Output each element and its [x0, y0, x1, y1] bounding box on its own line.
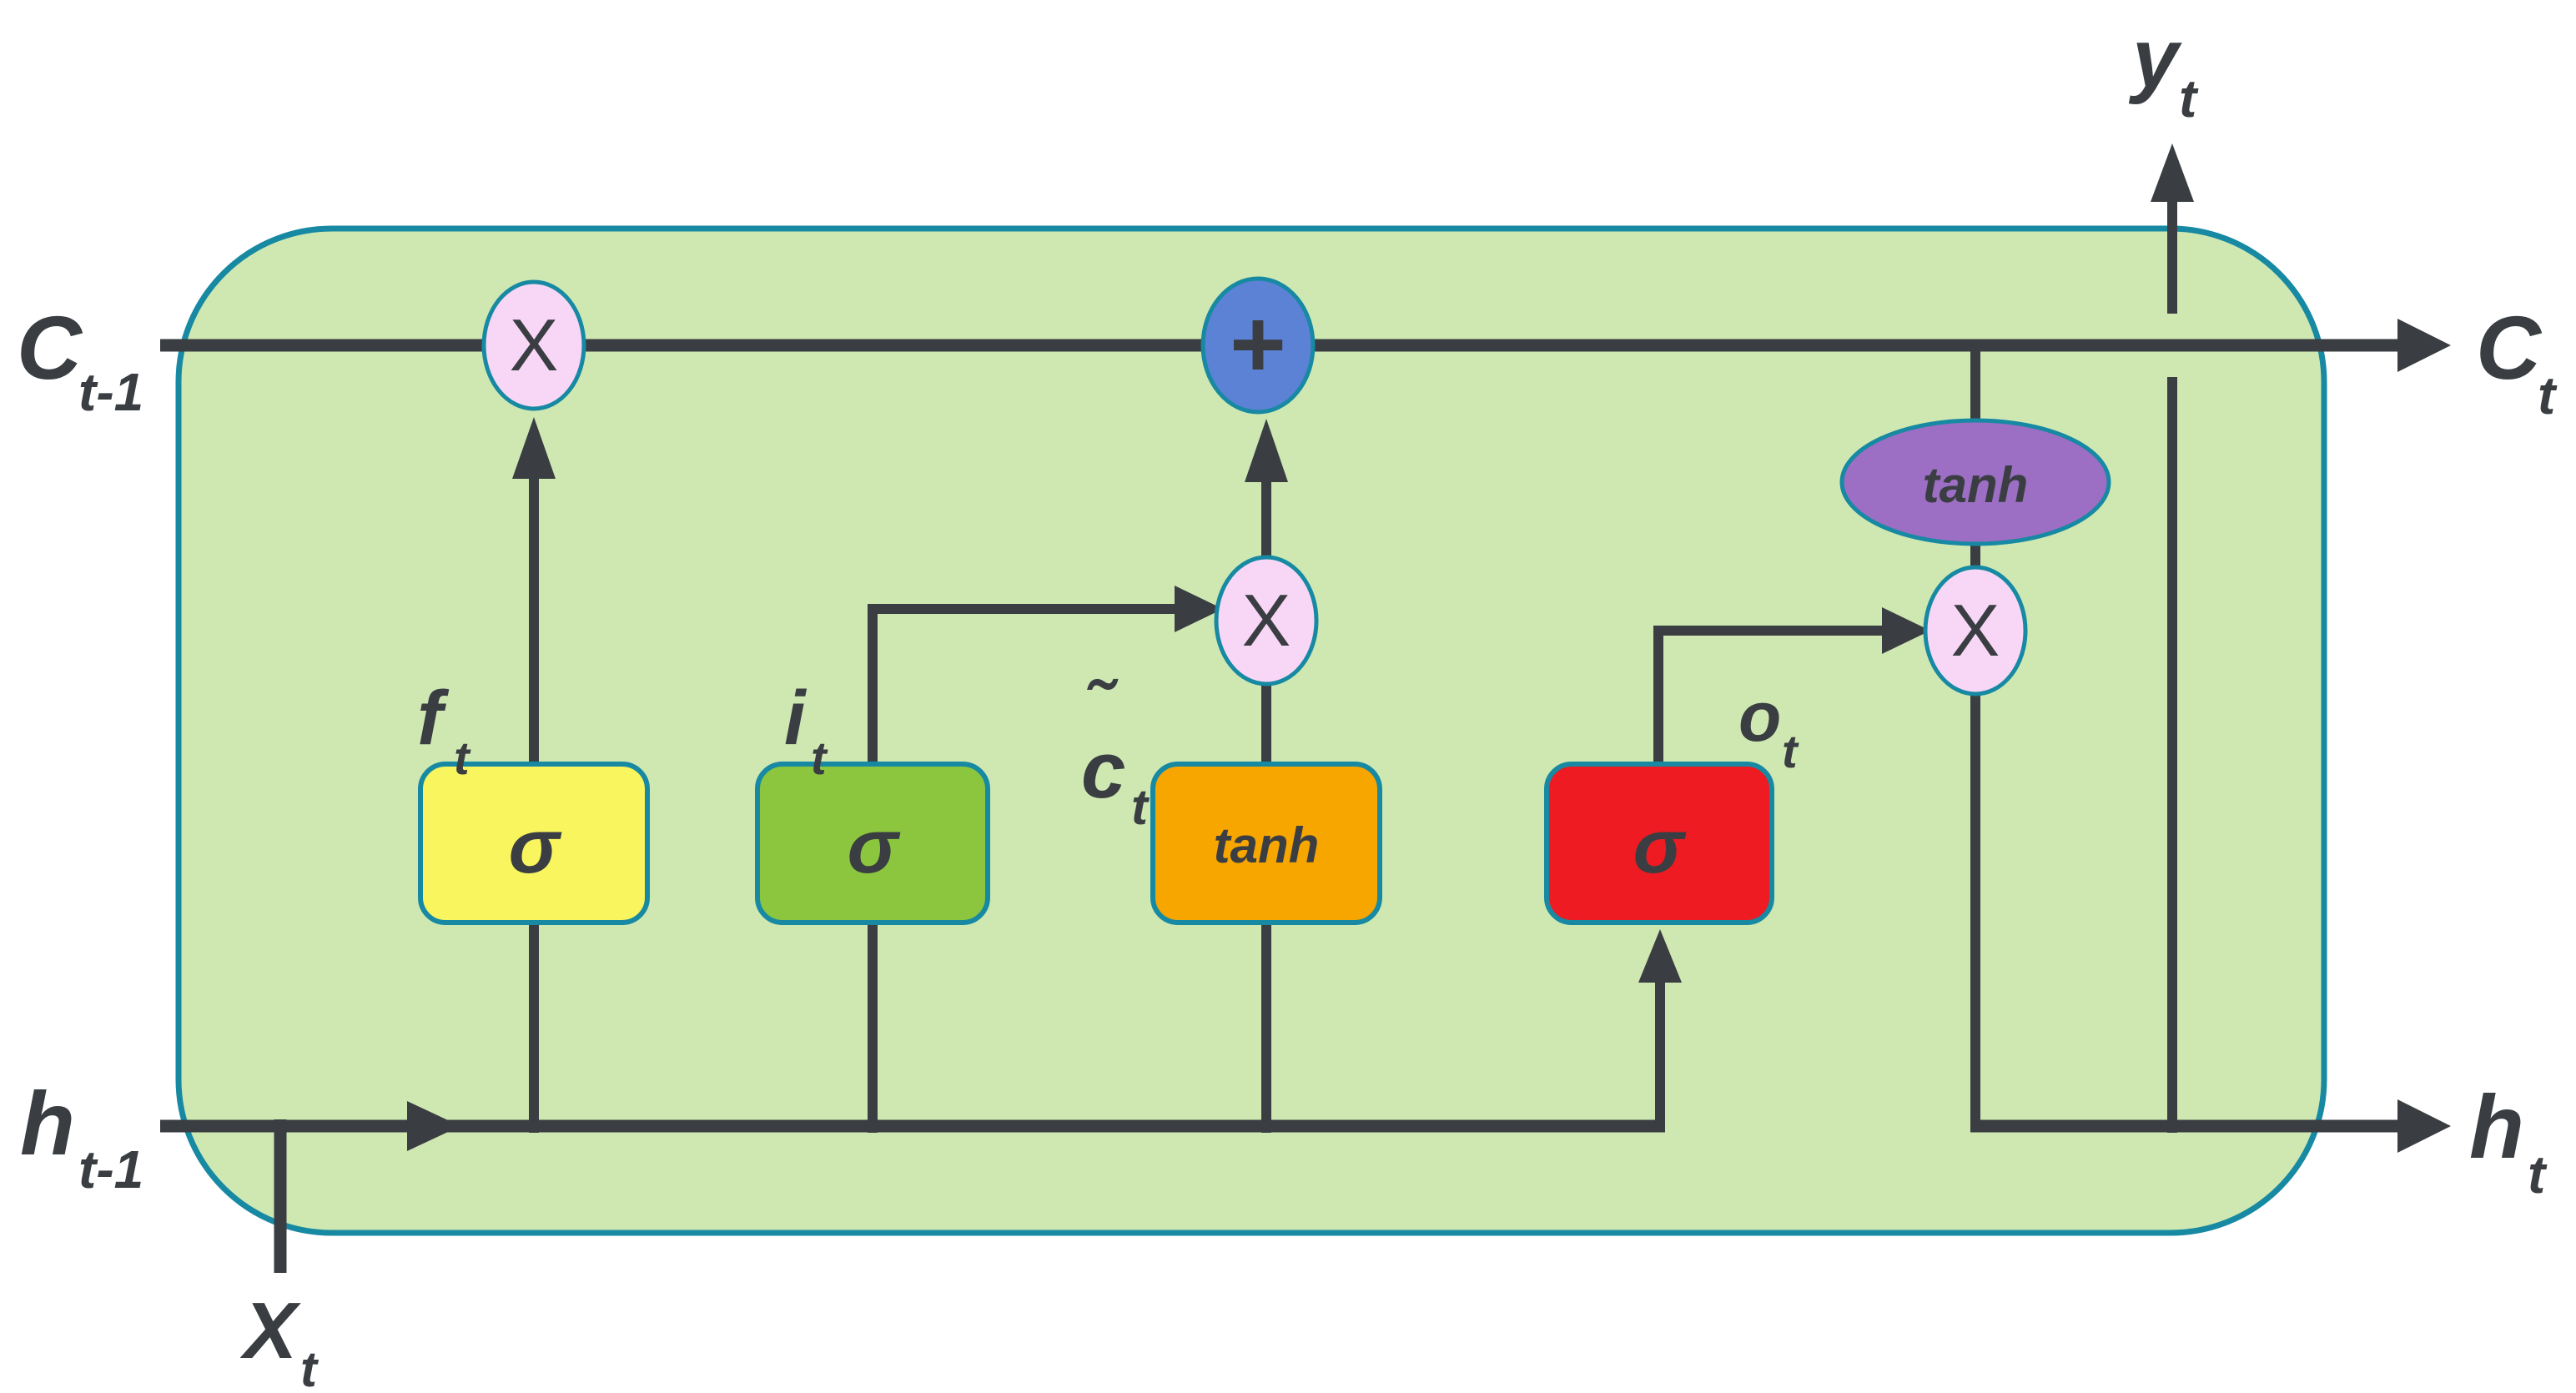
svg-text:X: X [239, 1286, 301, 1375]
svg-text:h: h [2469, 1076, 2524, 1177]
candidate-gate-box [1150, 762, 1382, 925]
svg-text:i: i [784, 676, 808, 761]
svg-text:y: y [2128, 12, 2182, 105]
cell-state-arrowhead-icon [2397, 319, 2451, 372]
plus-glyph: + [1230, 289, 1286, 398]
lstm-cell-body [175, 225, 2327, 1236]
output-gate-box [1544, 762, 1774, 925]
forget-multiply-node [481, 279, 586, 411]
multiply-x-glyph: X [510, 304, 559, 386]
forget-gate-sigma: σ [508, 804, 561, 889]
svg-text:h: h [20, 1073, 75, 1174]
input-multiply-node [1214, 555, 1319, 686]
output-multiply-node [1923, 565, 2028, 696]
svg-text:t-1: t-1 [78, 1139, 143, 1199]
output-gate-elbow-line [1653, 626, 1885, 764]
hidden-flow-arrowhead-icon [407, 1101, 460, 1151]
svg-text:t: t [2528, 1144, 2548, 1204]
svg-text:t: t [2179, 68, 2199, 128]
svg-text:t: t [1782, 725, 1799, 777]
output-multiply-arrowhead-icon [1882, 607, 1930, 654]
output-yt-arrowhead-icon [2151, 143, 2194, 202]
output-yt-label: y t [2128, 12, 2199, 128]
svg-text:t-1: t-1 [78, 362, 143, 422]
hidden-state-out-label: h t [2469, 1076, 2548, 1204]
svg-text:t: t [811, 732, 828, 784]
output-gate-sigma: σ [1633, 804, 1686, 889]
svg-text:t: t [2538, 365, 2558, 425]
input-signal-label: i t [784, 676, 828, 784]
svg-text:t: t [1131, 779, 1150, 835]
input-gate-elbow-line [868, 604, 1178, 764]
input-gate-box [755, 762, 990, 925]
tanh-activation-label: tanh [1923, 457, 2029, 513]
candidate-gate-tanh: tanh [1214, 817, 1320, 873]
add-arrowhead-icon [1245, 419, 1288, 482]
forget-multiply-arrowhead-icon [512, 417, 556, 479]
input-gate-sigma: σ [847, 804, 900, 889]
tanh-activation-node [1839, 418, 2111, 546]
input-xt-label: X t [239, 1286, 319, 1393]
cell-state-in-label: C t-1 [17, 297, 143, 422]
multiply-x-glyph: X [1242, 579, 1291, 661]
svg-text:t: t [454, 732, 471, 784]
multiply-x-glyph: X [1951, 589, 2000, 671]
cell-state-out-label: C t [2476, 297, 2558, 425]
hidden-state-in-label: h t-1 [20, 1073, 143, 1199]
svg-text:C: C [2476, 297, 2543, 398]
hidden-state-arrowhead-icon [2397, 1099, 2451, 1153]
output-gate-arrowhead-icon [1638, 929, 1682, 983]
svg-text:c: c [1081, 726, 1125, 815]
add-node [1200, 276, 1316, 415]
input-multiply-arrowhead-icon [1175, 586, 1223, 632]
svg-text:C: C [17, 297, 83, 398]
svg-text:o: o [1738, 677, 1781, 756]
forget-gate-box [418, 762, 650, 925]
svg-text:t: t [300, 1341, 319, 1393]
output-signal-label: o t [1738, 677, 1799, 777]
